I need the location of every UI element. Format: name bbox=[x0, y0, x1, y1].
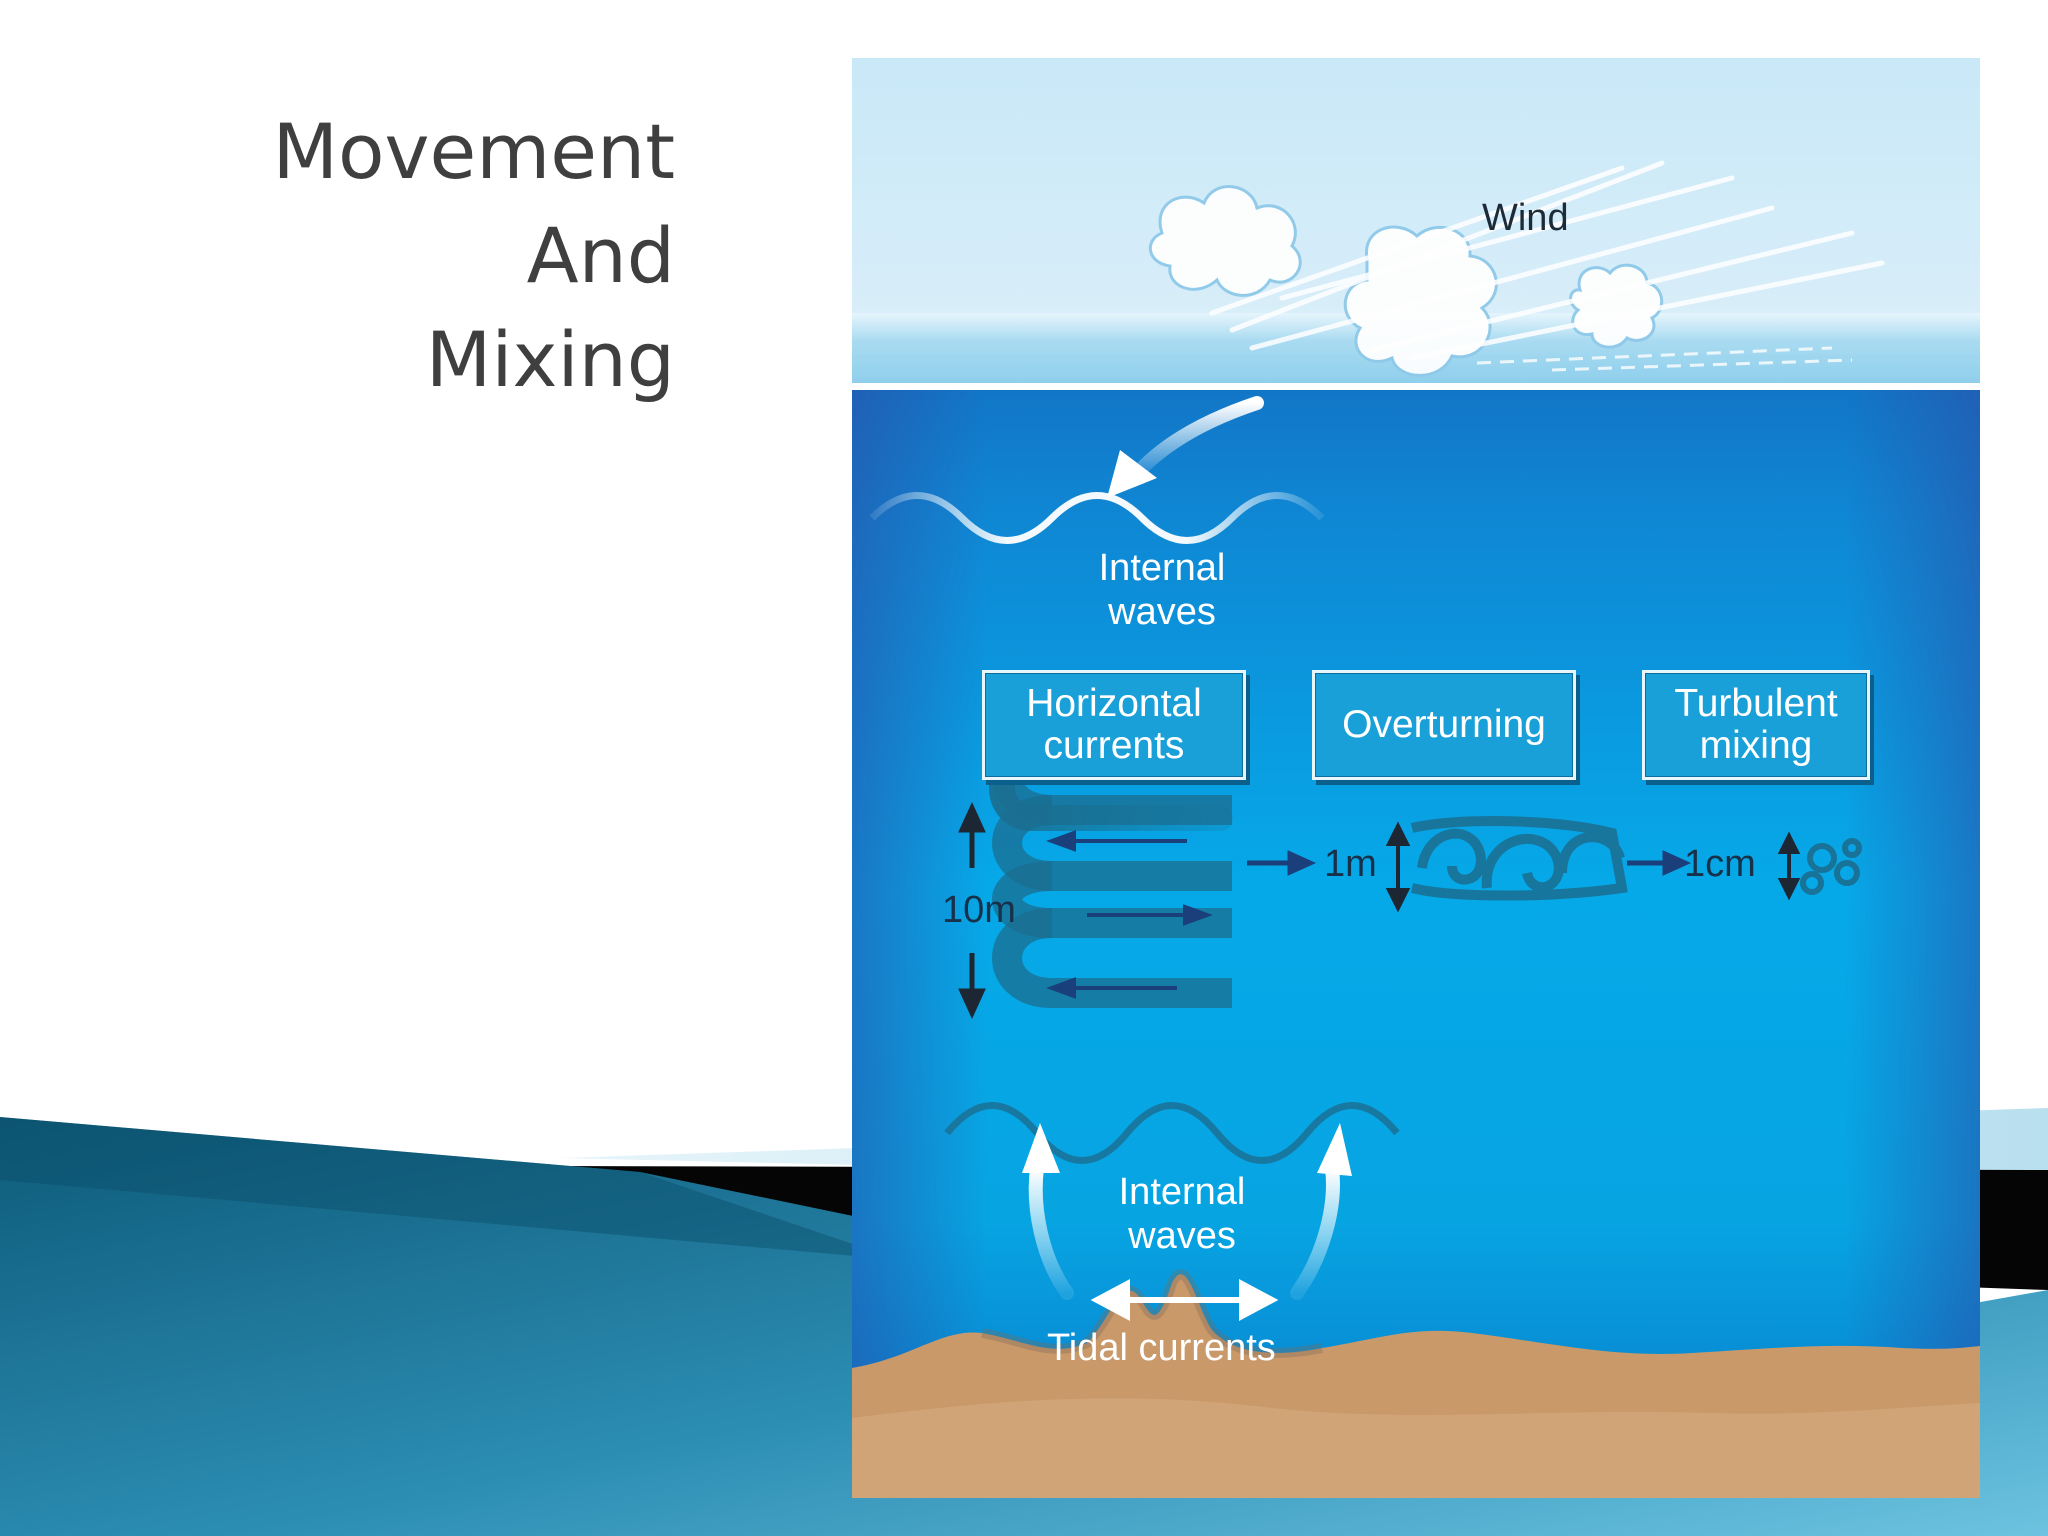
internal-waves-bottom-line-1: Internal bbox=[1118, 1171, 1246, 1213]
wind-label: Wind bbox=[1482, 197, 1569, 239]
internal-waves-top-line-1: Internal bbox=[1098, 547, 1226, 589]
internal-waves-bottom-label: Internal waves bbox=[1062, 1170, 1302, 1258]
scale-1cm-label: 1cm bbox=[1684, 843, 1756, 885]
tidal-currents-label: Tidal currents bbox=[1047, 1327, 1276, 1369]
overturning-line-1: Overturning bbox=[1342, 703, 1546, 746]
ocean-diagram-art bbox=[852, 58, 1980, 1498]
turbulent-mixing-line-2: mixing bbox=[1699, 724, 1813, 767]
scale-1m-label: 1m bbox=[1324, 843, 1377, 885]
turbulent-swirls bbox=[1800, 838, 1862, 895]
turbulent-mixing-box: Turbulent mixing bbox=[1642, 670, 1870, 780]
cloud-icon bbox=[1148, 185, 1302, 297]
slide-title: Movement And Mixing bbox=[150, 100, 675, 412]
ocean-mixing-diagram: Wind Internal waves Horizontal currents … bbox=[852, 58, 1980, 1498]
title-line-2: And bbox=[526, 211, 675, 300]
title-line-3: Mixing bbox=[425, 315, 675, 404]
overturning-swirls bbox=[1410, 816, 1628, 901]
horizontal-currents-line-2: currents bbox=[1043, 724, 1185, 767]
internal-waves-bottom-line-2: waves bbox=[1128, 1215, 1236, 1257]
internal-waves-top-line-2: waves bbox=[1108, 591, 1216, 633]
internal-waves-top-label: Internal waves bbox=[1042, 546, 1282, 634]
turbulent-mixing-line-1: Turbulent bbox=[1674, 682, 1838, 725]
scale-10m-label: 10m bbox=[942, 889, 1016, 931]
overturning-box: Overturning bbox=[1312, 670, 1576, 780]
horizontal-currents-box: Horizontal currents bbox=[982, 670, 1246, 780]
horizontal-currents-line-1: Horizontal bbox=[1026, 682, 1202, 725]
title-line-1: Movement bbox=[272, 107, 675, 196]
